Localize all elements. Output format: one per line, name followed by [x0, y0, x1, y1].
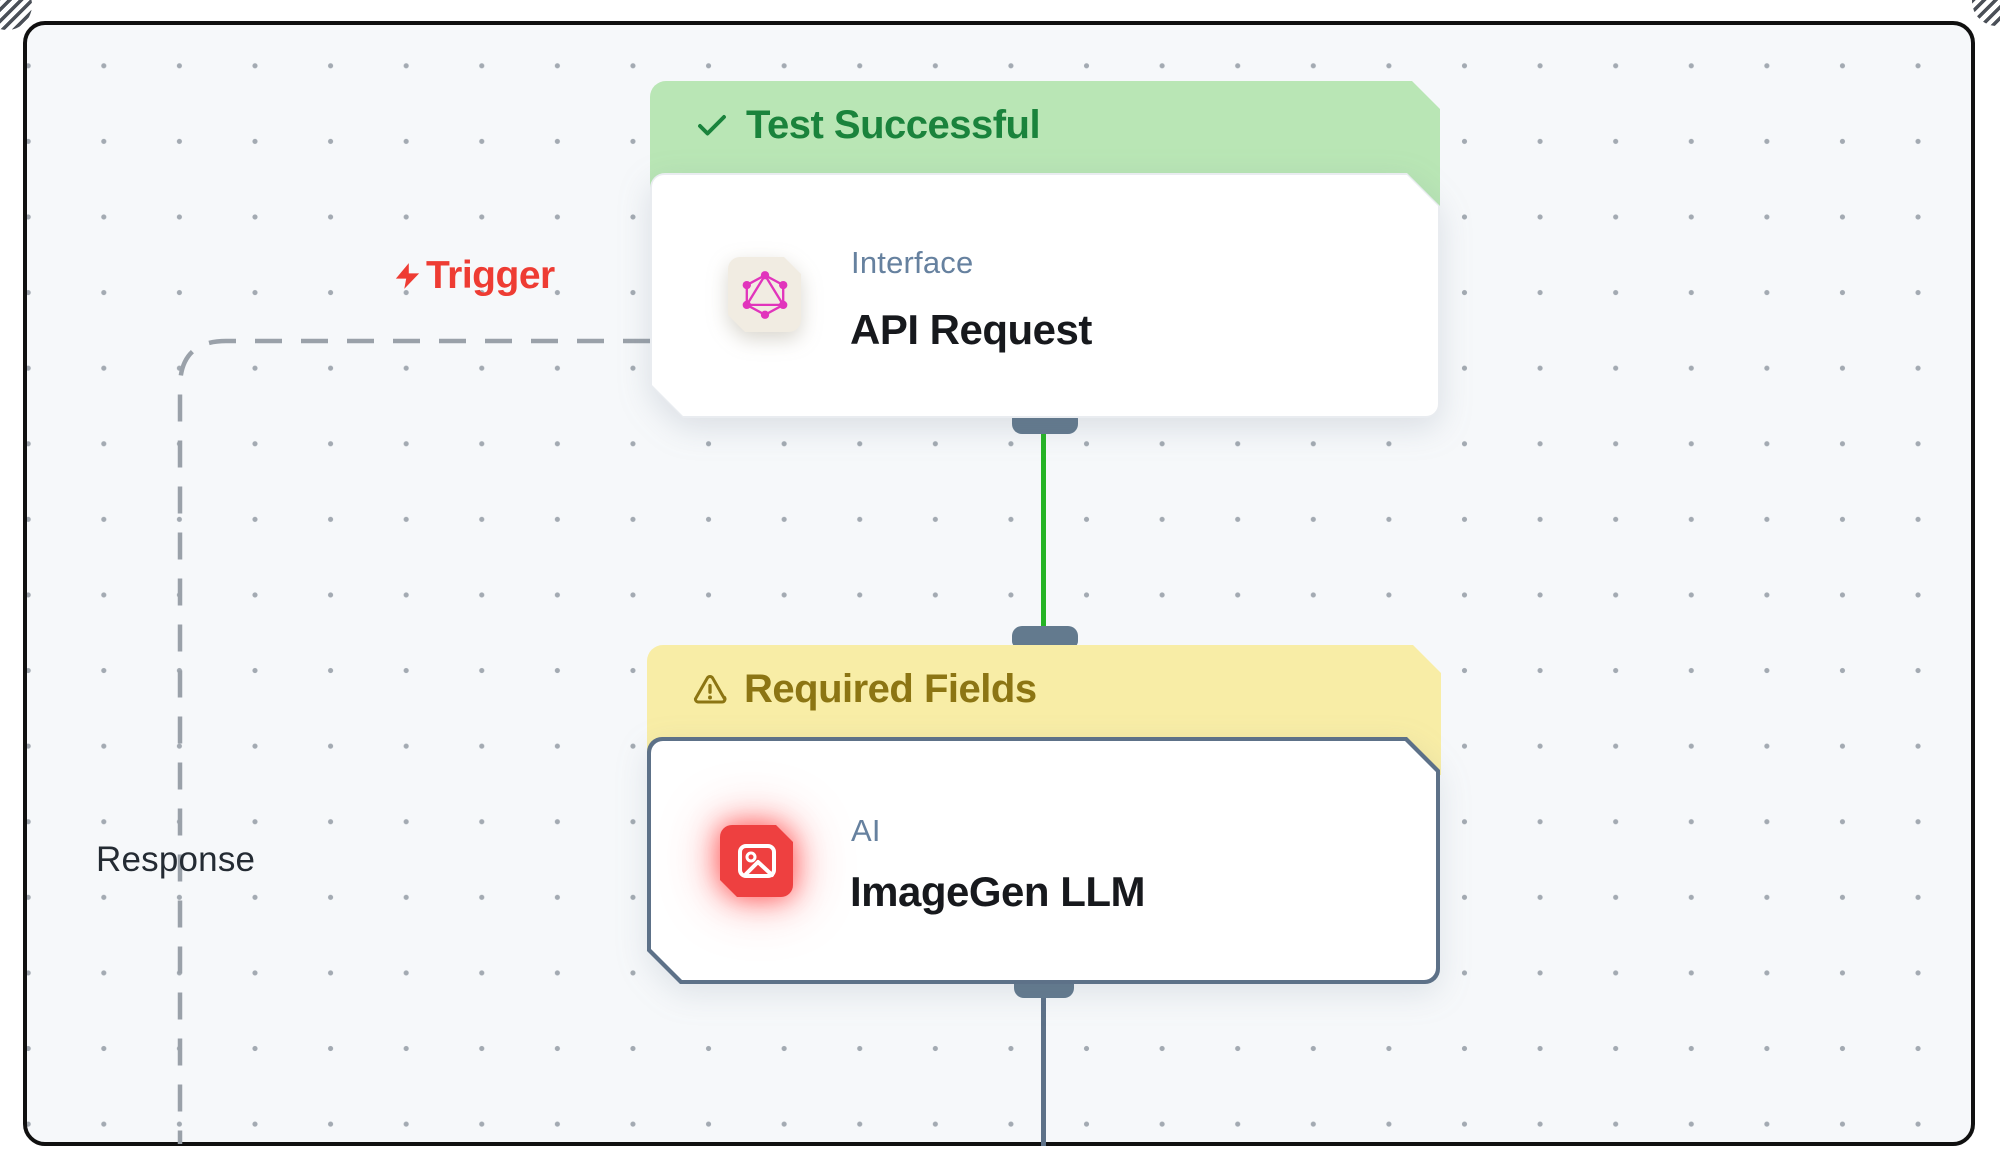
warning-icon	[693, 674, 727, 703]
edge-api-to-imagegen[interactable]	[1041, 428, 1046, 632]
imagegen-input-handle[interactable]	[1012, 626, 1078, 648]
graphql-icon	[739, 269, 791, 321]
trigger-edge-label: Trigger	[392, 254, 555, 298]
lightning-bolt-icon	[395, 263, 420, 289]
response-edge-label: Response	[96, 840, 256, 879]
node-title: API Request	[850, 306, 1092, 353]
node-category-label: Interface	[851, 245, 974, 280]
status-banner-content: Test Successful	[694, 103, 1041, 148]
status-banner-label: Required Fields	[744, 667, 1037, 711]
node-category-label: AI	[851, 813, 881, 848]
status-banner-label: Test Successful	[746, 103, 1041, 147]
check-icon	[698, 114, 726, 135]
imagegen-icon-plate	[720, 825, 793, 897]
api-request-icon-plate	[728, 257, 801, 332]
image-icon	[732, 836, 782, 886]
edge-imagegen-output[interactable]	[1041, 992, 1046, 1146]
node-imagegen-llm[interactable]	[647, 737, 1440, 984]
node-title: ImageGen LLM	[850, 868, 1146, 915]
node-api-request[interactable]	[650, 173, 1440, 418]
trigger-label-text: Trigger	[426, 254, 555, 297]
status-banner-content: Required Fields	[692, 667, 1037, 712]
